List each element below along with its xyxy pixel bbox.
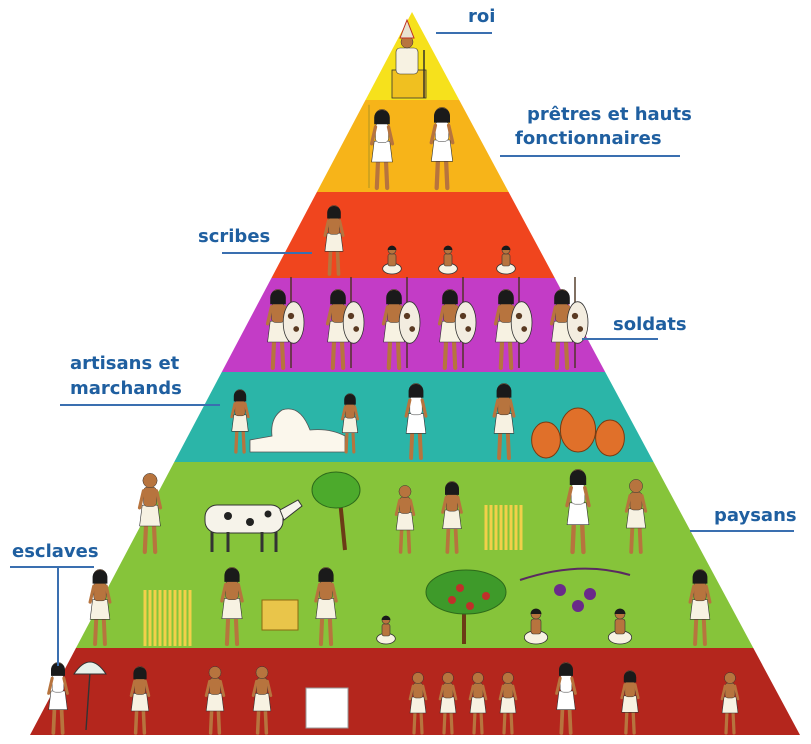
stone-block-icon (305, 687, 349, 729)
sphinx-icon (249, 408, 346, 453)
worker-2-icon (620, 670, 640, 735)
hoer-icon (624, 479, 648, 554)
basket-carrier-icon (220, 567, 244, 647)
tier-band-paysans2 (75, 556, 754, 648)
porter-icon (88, 569, 112, 646)
worker-icon (129, 666, 151, 735)
soldier-2-icon (325, 277, 365, 371)
label-paysans: paysans (714, 505, 797, 526)
ox-icon (204, 499, 303, 552)
jars-icon (531, 407, 625, 459)
soldier-5-icon (493, 277, 533, 371)
leader-pretres (500, 155, 680, 157)
sculptor-2-icon (341, 393, 359, 454)
grape-picker-icon (523, 608, 549, 645)
sculptor-icon (230, 389, 250, 454)
porter-2-icon (688, 569, 712, 646)
ploughman-icon (137, 473, 163, 555)
harvester-2-icon (441, 481, 463, 554)
leader-esclaves-h (10, 566, 94, 568)
fan-bearer-icon (47, 662, 69, 735)
leader-artisans (60, 404, 220, 406)
soldier-1-icon (265, 277, 305, 371)
fig-tree-icon (425, 569, 507, 644)
grapes-icon (519, 567, 631, 612)
wheat-bundle-icon (143, 590, 192, 646)
leader-scribes (222, 252, 312, 254)
label-scribes: scribes (198, 226, 271, 247)
wheat-icon (484, 505, 523, 550)
label-soldats: soldats (613, 314, 687, 335)
potter-icon (492, 383, 516, 460)
label-roi: roi (468, 6, 496, 27)
grinder-icon (376, 615, 396, 645)
label-artisans-line1: artisans et (70, 353, 180, 374)
soldier-6-icon (549, 277, 589, 371)
soldier-3-icon (381, 277, 421, 371)
soldier-4-icon (437, 277, 477, 371)
leader-roi (436, 32, 492, 34)
grape-picker-2-icon (607, 608, 633, 645)
basket-icon (261, 599, 299, 631)
basket-carrier-2-icon (314, 567, 338, 647)
label-pretres-line2: fonctionnaires (515, 128, 662, 149)
leader-paysans (690, 530, 794, 532)
porter-4-icon (251, 666, 273, 735)
priest-icon (368, 104, 395, 191)
hauler-4-icon (498, 672, 518, 735)
standing-scribe-icon (323, 205, 345, 276)
tier-band-pretres (316, 100, 509, 192)
hauler-1-icon (408, 672, 428, 735)
official-icon (429, 107, 455, 191)
worker-3-icon (720, 672, 740, 735)
seated-scribe-1-icon (382, 245, 402, 275)
tree-icon (311, 471, 361, 551)
porter-3-icon (204, 666, 226, 735)
sower-icon (565, 469, 591, 555)
label-pretres-line1: prêtres et hauts (527, 104, 692, 125)
label-esclaves: esclaves (12, 541, 99, 562)
weaver-icon (404, 383, 428, 460)
harvester-icon (394, 485, 416, 554)
tier-band-scribes (271, 192, 555, 278)
leader-esclaves-v (57, 566, 59, 666)
water-carrier-icon (555, 662, 577, 735)
leader-soldats (582, 338, 658, 340)
seated-scribe-3-icon (496, 245, 516, 275)
hauler-2-icon (438, 672, 458, 735)
king-icon (391, 18, 427, 99)
hauler-3-icon (468, 672, 488, 735)
label-artisans-line2: marchands (70, 378, 182, 399)
fan-icon (73, 661, 107, 731)
seated-scribe-2-icon (438, 245, 458, 275)
